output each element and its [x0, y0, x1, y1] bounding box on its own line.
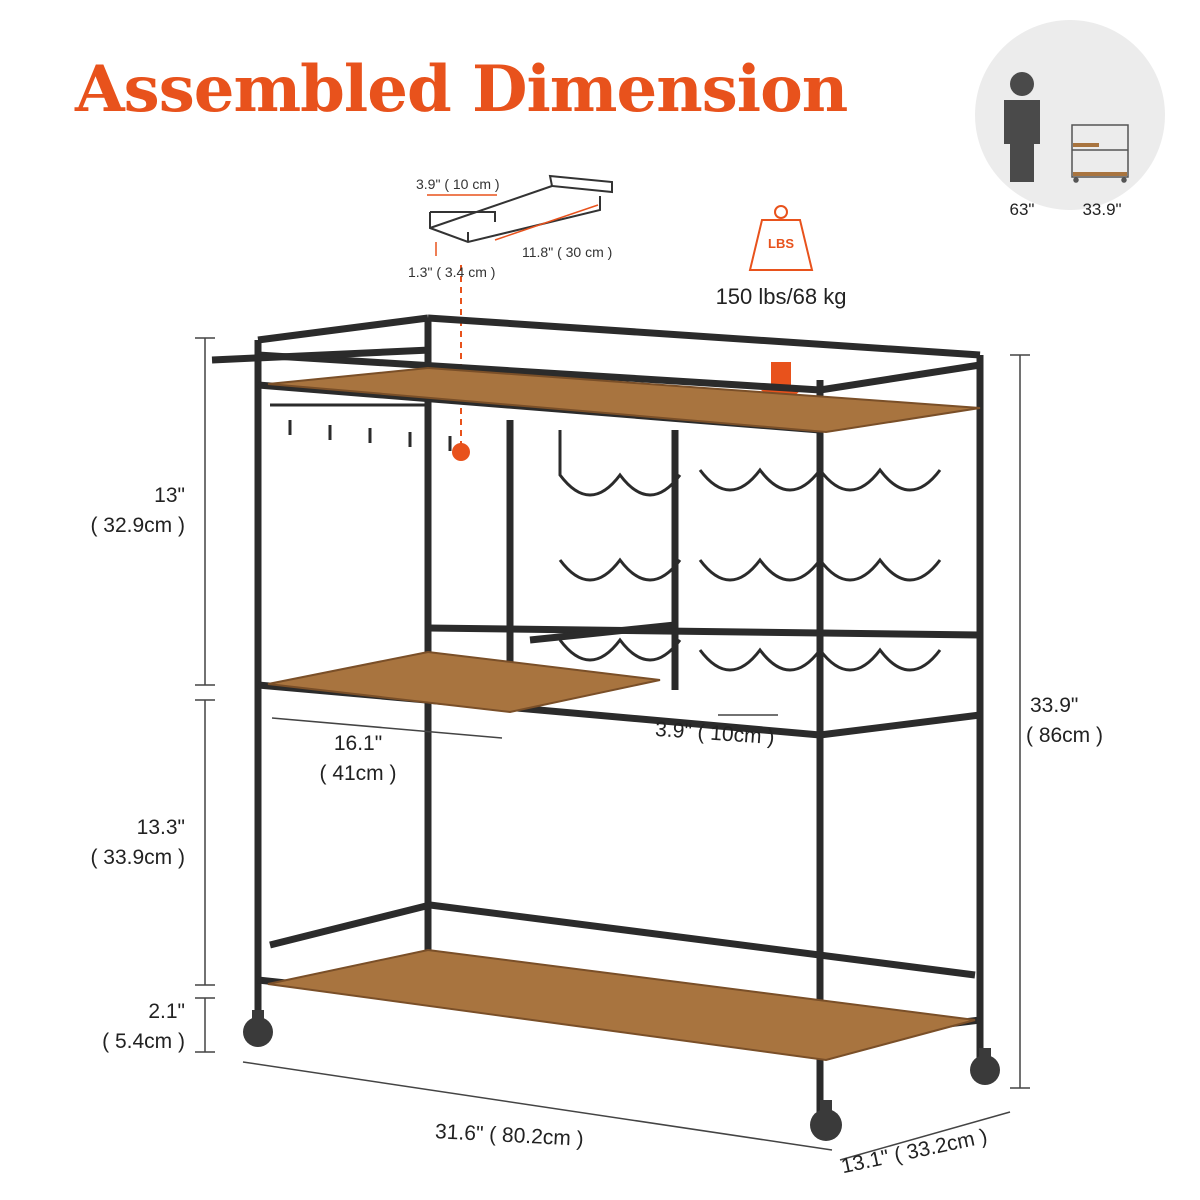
total-height-cm: ( 86cm ) — [1026, 724, 1104, 747]
caster-wheels — [243, 1010, 1000, 1141]
top-tier-height-cm: ( 32.9cm ) — [90, 514, 185, 537]
load-capacity: 150 lbs/68 kg — [715, 284, 847, 309]
shelf-width-cm: ( 41cm ) — [319, 762, 397, 785]
glass-holder-height: 1.3" ( 3.4 cm ) — [408, 264, 496, 280]
bottom-shelf — [267, 948, 976, 1062]
wheel-height-cm: ( 5.4cm ) — [102, 1030, 185, 1053]
middle-tier-height-cm: ( 33.9cm ) — [90, 846, 185, 869]
person-icon — [1004, 72, 1040, 182]
glass-holder-width: 3.9" ( 10 cm ) — [416, 176, 500, 192]
dimension-lines — [195, 337, 1030, 1161]
cart-icon — [1071, 124, 1129, 183]
middle-shelf — [267, 650, 661, 714]
cart-height-label: 33.9" — [1082, 200, 1122, 219]
glass-holder-diagram — [427, 174, 613, 256]
weight-label: LBS — [768, 236, 794, 251]
page-title: Assembled Dimension — [75, 52, 848, 127]
weight-icon — [748, 205, 814, 271]
top-tier-height: 13" — [154, 484, 185, 507]
wine-rack — [270, 403, 942, 672]
top-shelf — [267, 366, 981, 434]
shelf-width: 16.1" — [333, 732, 383, 755]
glass-holder-marker — [452, 443, 470, 461]
middle-tier-height: 13.3" — [136, 816, 185, 839]
person-height-label: 63" — [1009, 200, 1035, 219]
glass-holder-length: 11.8" ( 30 cm ) — [522, 244, 613, 260]
total-height: 33.9" — [1030, 694, 1079, 717]
wheel-height: 2.1" — [148, 1000, 185, 1023]
